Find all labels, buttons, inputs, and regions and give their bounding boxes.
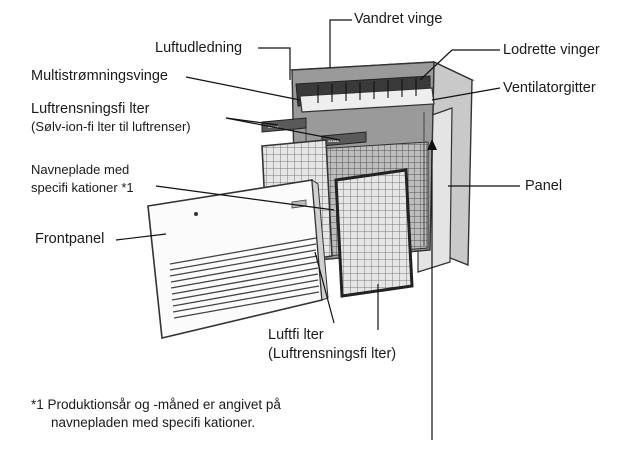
label-luftfilter: Luftfi lter [268,327,324,343]
svg-text:▪▪▪▪▪: ▪▪▪▪▪ [268,125,279,131]
label-lodrette-vinger: Lodrette vinger [503,42,600,58]
svg-text:▪▪▪▪▪: ▪▪▪▪▪ [328,139,339,145]
footnote-line1: *1 Produktionsår og -måned er angivet på [31,397,281,412]
label-ventilatorgitter: Ventilatorgitter [503,80,596,96]
label-luftrensningsfilter: Luftrensningsfi lter [31,101,150,117]
label-luftudledning: Luftudledning [155,40,243,56]
label-luftfilter-sub: (Luftrensningsfi lter) [268,346,397,362]
arrow-head-up [427,139,437,150]
footnote-line2: navnepladen med specifi kationer. [51,415,256,430]
label-luftrensningsfilter-sub: (Sølv-ion-fi lter til luftrenser) [31,119,191,134]
label-panel: Panel [525,178,563,194]
leader-lines [115,19,520,440]
label-frontpanel: Frontpanel [35,231,105,247]
front-panel [147,179,329,339]
label-multistromningsvinge: Multistrømningsvinge [31,68,168,84]
air-purifying-filter-cartridges: ▪▪▪▪▪ ▪▪▪▪▪ [261,117,367,147]
label-navneplade: Navneplade med [31,162,130,177]
label-navneplade-sub: specifi kationer *1 [31,180,134,195]
label-vandret-vinge: Vandret vinge [354,11,443,27]
air-filter-front [334,168,414,298]
